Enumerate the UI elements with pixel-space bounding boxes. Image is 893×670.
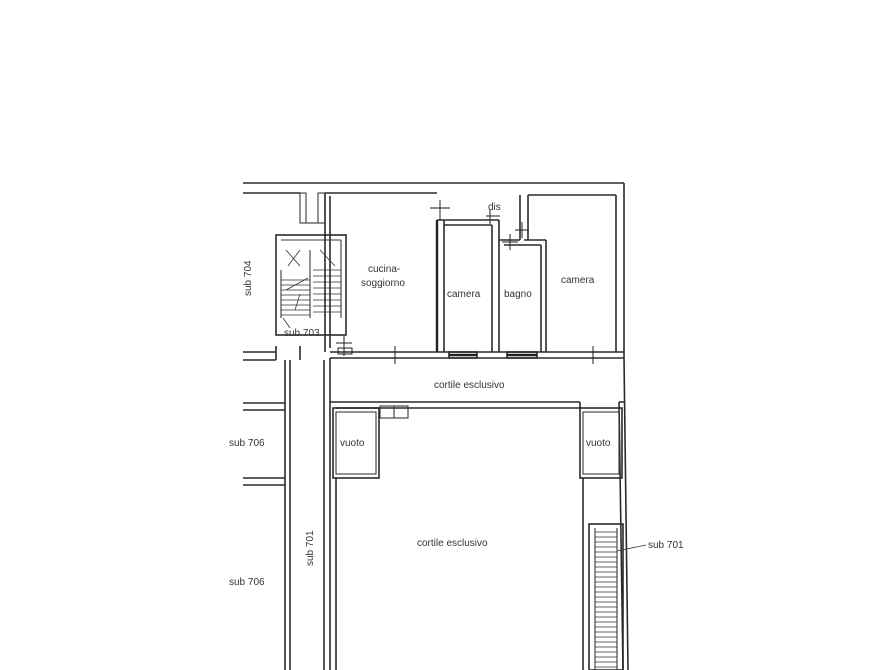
stairwell-sub-703 [275,234,347,336]
label-sub-701-vertical: sub 701 [305,530,316,566]
label-camera-1: camera [447,289,481,300]
label-cortile-lower: cortile esclusivo [417,538,488,549]
shaft-ducts [299,192,326,224]
courtyard-walls [330,401,624,670]
label-cucina-line2: soggiorno [361,278,405,289]
door-markers [336,200,594,364]
label-vuoto-right: vuoto [586,438,611,449]
outer-walls [243,182,629,670]
label-sub-701-right: sub 701 [648,540,684,551]
sub-labels: sub 704 sub 703 sub 706 sub 706 sub 701 … [229,260,684,588]
label-sub-703: sub 703 [284,328,320,339]
label-cucina-line1: cucina- [368,264,400,275]
label-sub-704: sub 704 [243,260,254,296]
label-cortile-upper: cortile esclusivo [434,380,505,391]
stair-sub-701 [588,523,647,670]
label-bagno: bagno [504,289,532,300]
label-sub-706-lower: sub 706 [229,577,265,588]
label-dis: dis [488,202,501,213]
label-sub-706-upper: sub 706 [229,438,265,449]
apartment-walls [324,193,624,359]
label-camera-2: camera [561,275,595,286]
left-structures [243,346,331,670]
room-labels: cucina- soggiorno camera bagno camera di… [340,202,611,549]
label-vuoto-left: vuoto [340,438,365,449]
